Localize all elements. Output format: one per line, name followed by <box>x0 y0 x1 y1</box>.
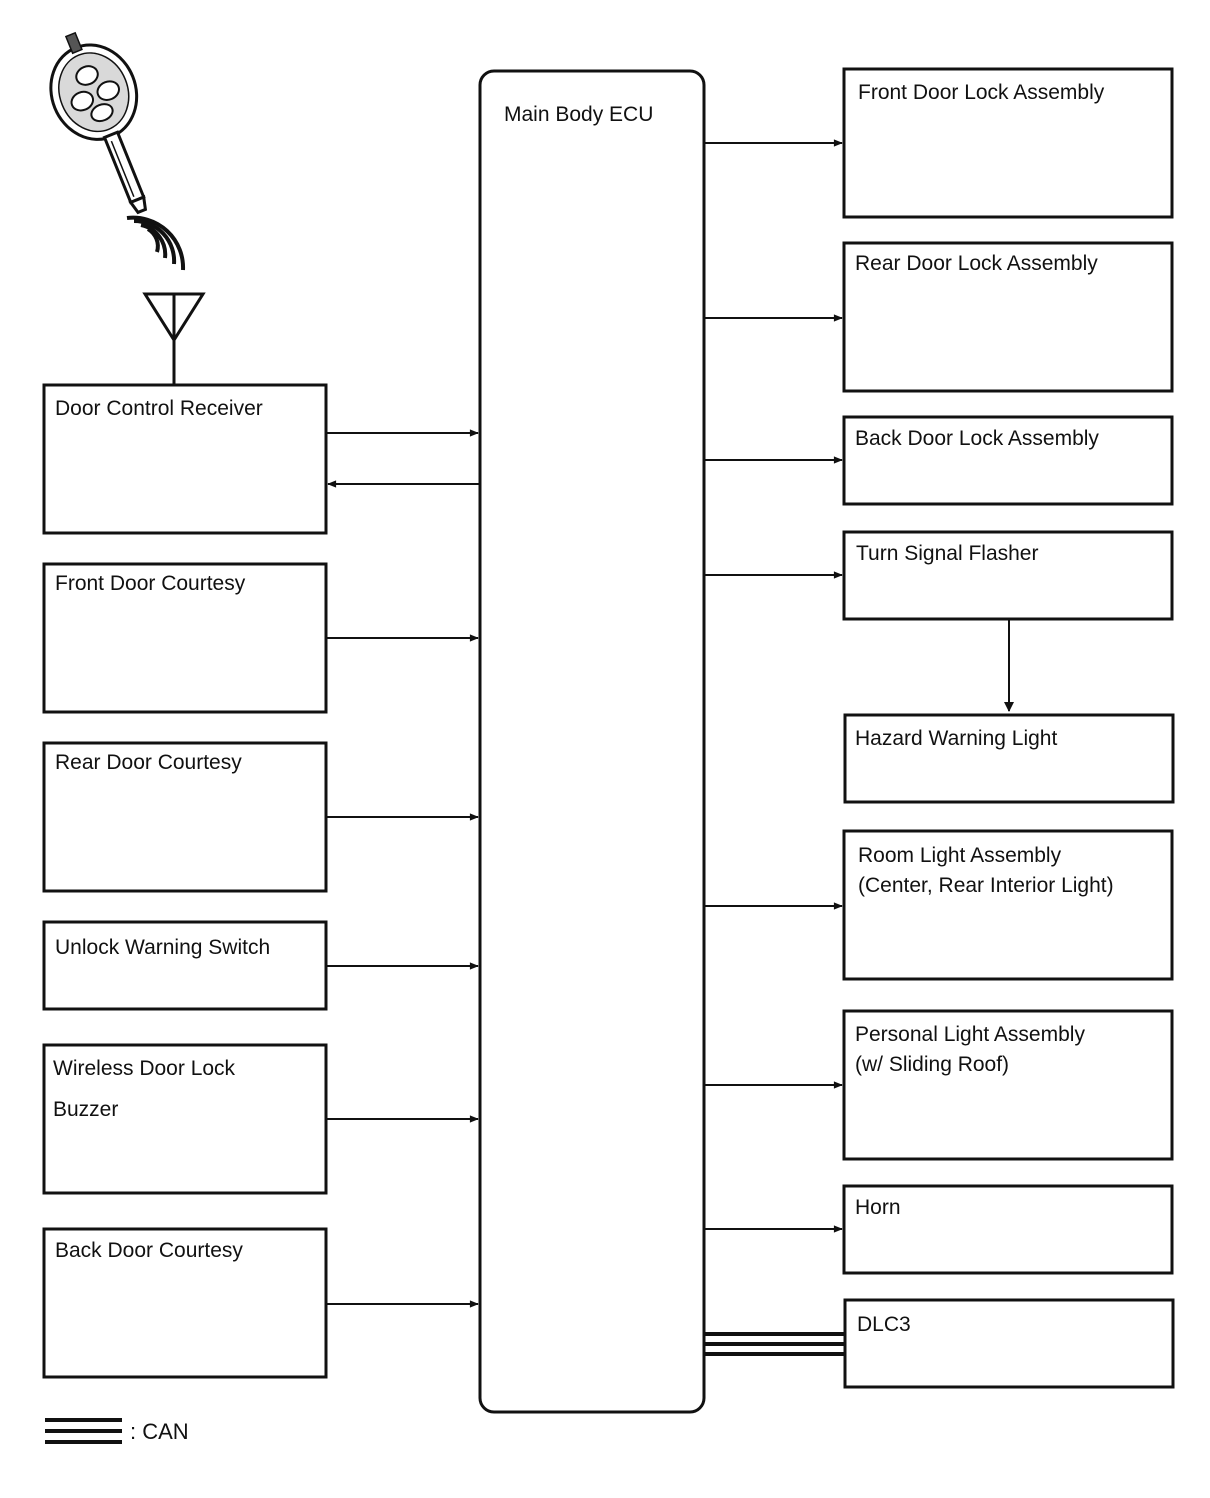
main-body-ecu-label: Main Body ECU <box>504 103 653 126</box>
dlc3-label: DLC3 <box>857 1313 911 1336</box>
wireless-door-lock-buzzer-label-2: Buzzer <box>53 1098 118 1121</box>
personal-light-label-1: Personal Light Assembly <box>855 1023 1085 1046</box>
wireless-door-lock-buzzer-box <box>42 1043 328 1195</box>
key-transmitter-icon <box>49 31 148 215</box>
hazard-warning-light-box <box>843 713 1175 804</box>
antenna-icon <box>142 292 206 385</box>
wireless-door-lock-buzzer-label-1: Wireless Door Lock <box>53 1057 236 1080</box>
room-light-label-2: (Center, Rear Interior Light) <box>858 874 1114 897</box>
can-legend-symbol <box>45 1418 122 1444</box>
door-control-receiver-label: Door Control Receiver <box>55 397 263 420</box>
front-door-lock-label: Front Door Lock Assembly <box>858 81 1105 104</box>
can-bus-line <box>704 1332 845 1356</box>
personal-light-label-2: (w/ Sliding Roof) <box>855 1053 1009 1076</box>
front-door-lock-box <box>842 67 1174 219</box>
back-door-courtesy-label: Back Door Courtesy <box>55 1239 243 1262</box>
horn-box <box>842 1184 1174 1275</box>
rear-door-courtesy-label: Rear Door Courtesy <box>55 751 242 774</box>
room-light-label-1: Room Light Assembly <box>858 844 1062 867</box>
rear-door-lock-box <box>842 241 1174 393</box>
front-door-courtesy-box <box>42 562 328 714</box>
door-control-receiver-box <box>42 383 328 535</box>
back-door-lock-label: Back Door Lock Assembly <box>855 427 1099 450</box>
front-door-courtesy-label: Front Door Courtesy <box>55 572 246 595</box>
room-light-box <box>842 829 1174 981</box>
signal-waves-icon <box>126 215 186 271</box>
rear-door-lock-label: Rear Door Lock Assembly <box>855 252 1098 275</box>
can-legend-label: : CAN <box>130 1419 189 1444</box>
main-body-ecu-box <box>478 69 706 1414</box>
personal-light-box <box>842 1009 1174 1161</box>
unlock-warning-switch-label: Unlock Warning Switch <box>55 936 270 959</box>
dlc3-box <box>843 1298 1175 1389</box>
rear-door-courtesy-box <box>42 741 328 893</box>
hazard-warning-light-label: Hazard Warning Light <box>855 727 1057 750</box>
horn-label: Horn <box>855 1196 901 1219</box>
turn-signal-flasher-label: Turn Signal Flasher <box>856 542 1038 565</box>
back-door-lock-box <box>842 415 1174 506</box>
